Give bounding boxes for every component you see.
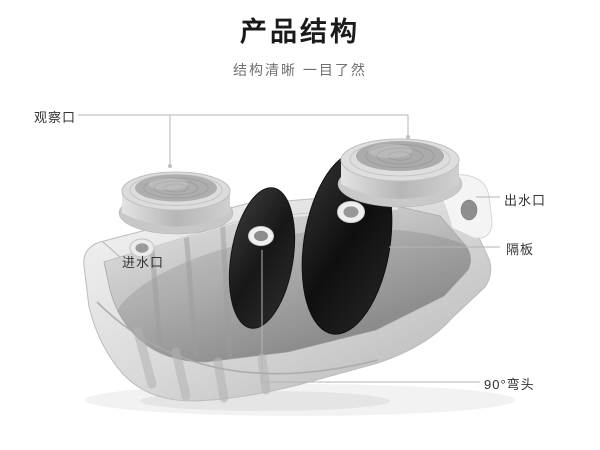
page-subtitle: 结构清晰 一目了然 [233,62,367,78]
observation-lid-right [337,138,463,208]
front-flange-line [96,301,379,375]
callout-elbow [261,250,480,383]
label-water-inlet: 进水口 [122,255,165,270]
inlet-pipe [129,238,155,258]
page-title: 产品结构 [240,17,360,47]
callout-water-inlet [102,241,121,258]
callout-lines [78,114,500,383]
outlet-hole [460,199,478,221]
label-baffle: 隔板 [506,242,535,257]
label-observation-port: 观察口 [34,110,77,125]
label-elbow: 90°弯头 [484,377,535,392]
label-water-outlet: 出水口 [504,193,547,208]
elbow-pipe [248,226,274,246]
observation-lid-left [118,171,234,235]
baffle-right-pipe [337,201,365,223]
